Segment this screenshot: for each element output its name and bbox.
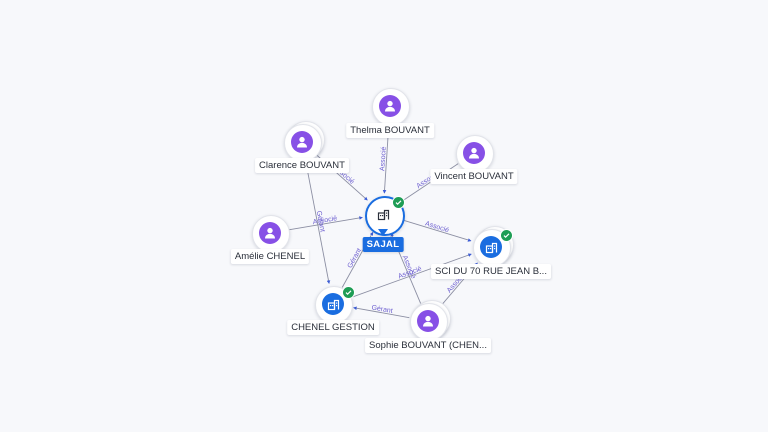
verified-check-icon bbox=[342, 286, 355, 299]
edge-sajal-sci bbox=[401, 219, 472, 242]
node-label: SCI DU 70 RUE JEAN B... bbox=[431, 264, 551, 279]
person-icon bbox=[463, 142, 485, 164]
node-label: CHENEL GESTION bbox=[287, 320, 379, 335]
edge-label: Associé bbox=[312, 215, 337, 226]
person-icon bbox=[291, 131, 313, 153]
edge-chenel_gestion-sci bbox=[350, 253, 472, 298]
person-icon bbox=[259, 222, 281, 244]
building-icon bbox=[480, 236, 502, 258]
verified-check-icon bbox=[392, 196, 405, 209]
person-icon bbox=[379, 95, 401, 117]
node-ring bbox=[284, 124, 322, 162]
node-label: Clarence BOUVANT bbox=[255, 158, 349, 173]
node-label: Thelma BOUVANT bbox=[346, 123, 434, 138]
edge-label: Associé bbox=[379, 146, 388, 171]
edge-label: Gérant bbox=[315, 210, 326, 232]
edge-clarence-chenel_gestion bbox=[305, 160, 331, 284]
building-icon bbox=[371, 202, 395, 226]
node-label: Amélie CHENEL bbox=[230, 249, 310, 264]
verified-check-icon bbox=[500, 229, 513, 242]
edge-label: Gérant bbox=[347, 247, 364, 269]
node-label: Sophie BOUVANT (CHEN... bbox=[365, 338, 491, 353]
building-icon bbox=[322, 293, 344, 315]
pin-tail bbox=[378, 229, 388, 236]
person-icon bbox=[417, 310, 439, 332]
edge-sophie-chenel_gestion bbox=[353, 306, 410, 319]
edge-label: Gérant bbox=[371, 304, 393, 315]
node-label: Vincent BOUVANT bbox=[430, 169, 518, 184]
node-label: SAJAL bbox=[362, 237, 404, 252]
edge-label: Associé bbox=[424, 220, 450, 234]
edge-amelie-sajal bbox=[288, 216, 363, 231]
